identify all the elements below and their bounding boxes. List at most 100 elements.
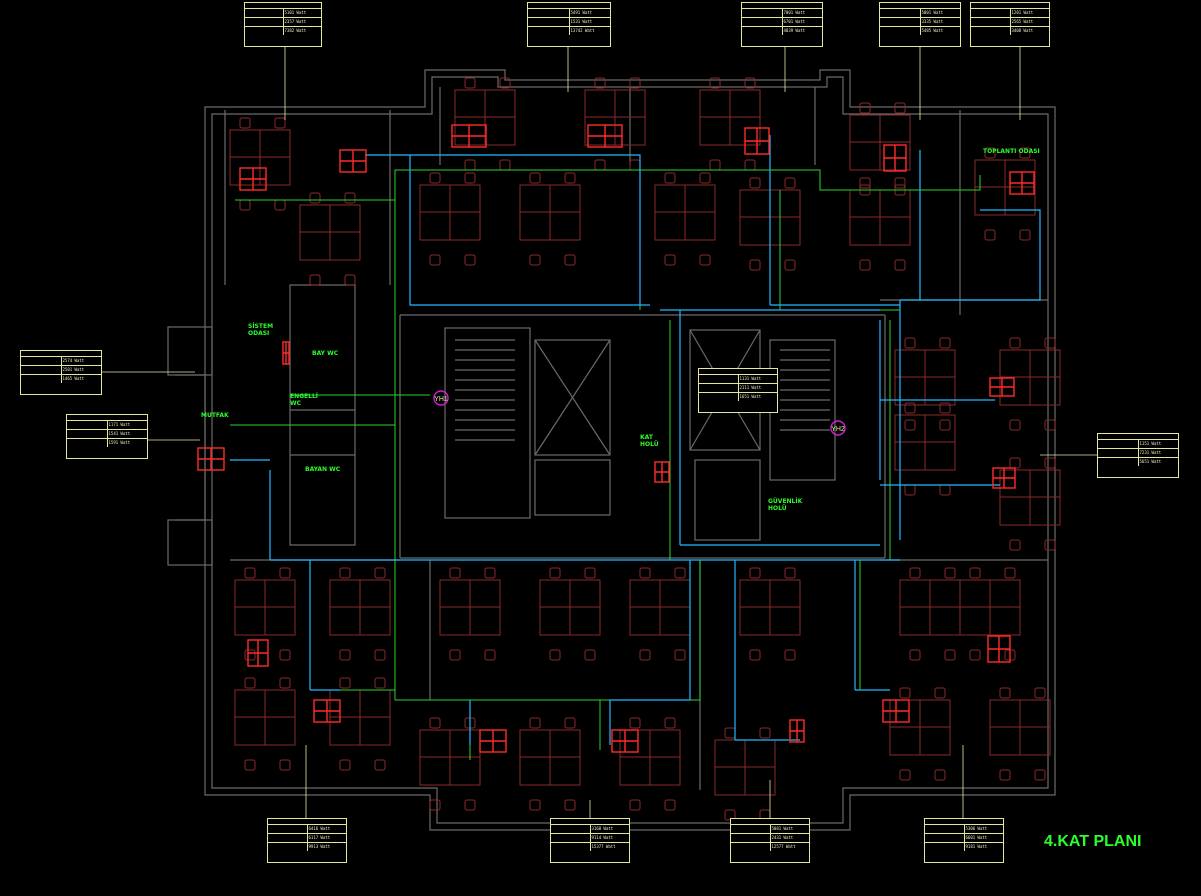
- chair: [309, 192, 321, 204]
- chair: [339, 567, 351, 579]
- room-label-guvenlik-holu: GÜVENLİK HOLÜ: [768, 498, 803, 512]
- desk-divider: [585, 90, 645, 145]
- callout-header: [731, 819, 809, 825]
- desk-divider: [520, 185, 580, 240]
- chair: [894, 177, 906, 189]
- desk-divider: [330, 690, 390, 745]
- chair: [1034, 769, 1046, 781]
- chair: [899, 687, 911, 699]
- desk-divider: [620, 730, 680, 785]
- callout-value: 5651 Watt: [1137, 458, 1179, 466]
- chair: [674, 649, 686, 661]
- chair: [564, 172, 576, 184]
- callout-value: 6117 Watt: [306, 834, 347, 842]
- chair: [934, 687, 946, 699]
- chair: [709, 159, 721, 171]
- desk-divider: [895, 415, 955, 470]
- furniture: [229, 77, 1061, 821]
- riser-label-2: YH2: [831, 426, 845, 433]
- chair: [529, 717, 541, 729]
- chair: [499, 77, 511, 89]
- callout-value: 12577 Watt: [769, 843, 810, 851]
- chair: [894, 259, 906, 271]
- desk-divider: [890, 700, 950, 755]
- callout-value: 7382 Watt: [282, 27, 322, 35]
- callout-table: 3168 Watt 9114 Watt 15377 Watt: [550, 818, 630, 863]
- fan-coil-unit-detail: [480, 730, 506, 752]
- desk-divider: [960, 580, 1020, 635]
- chair: [904, 484, 916, 496]
- chair: [629, 159, 641, 171]
- chair: [939, 402, 951, 414]
- chair: [859, 102, 871, 114]
- desk-divider: [655, 185, 715, 240]
- chair: [429, 799, 441, 811]
- chair: [549, 567, 561, 579]
- desk-divider: [520, 730, 580, 785]
- chair: [629, 77, 641, 89]
- fan-coil-unit-detail: [340, 150, 366, 172]
- chair: [744, 77, 756, 89]
- room-label-bay-wc: BAY WC: [312, 350, 339, 357]
- chair: [859, 177, 871, 189]
- room-label-kat-holu: KAT HOLÜ: [640, 434, 659, 448]
- chair: [484, 567, 496, 579]
- chair: [584, 567, 596, 579]
- riser-label-1: YH1: [434, 396, 448, 403]
- callout-value: 2357 Watt: [282, 18, 322, 26]
- callout-header: [925, 819, 1003, 825]
- chair: [499, 159, 511, 171]
- chair: [464, 172, 476, 184]
- callout-value: 2501 Watt: [60, 366, 102, 374]
- fan-coil-unit-detail: [283, 342, 289, 364]
- chair: [999, 769, 1011, 781]
- chair: [724, 727, 736, 739]
- chair: [1009, 539, 1021, 551]
- chair: [244, 677, 256, 689]
- callout-table: 5081 Watt 2431 Watt 12577 Watt: [730, 818, 810, 863]
- callout-leaders: [100, 45, 1097, 820]
- chair: [339, 759, 351, 771]
- callout-value: 3335 Watt: [919, 18, 961, 26]
- desk-divider: [850, 190, 910, 245]
- desk-divider: [230, 130, 290, 185]
- chair: [674, 567, 686, 579]
- fan-coil-unit-detail: [452, 125, 486, 147]
- chair: [1044, 419, 1056, 431]
- desk-divider: [900, 580, 960, 635]
- callout-header: [268, 819, 346, 825]
- callout-value: 2431 Watt: [769, 834, 810, 842]
- chair: [374, 567, 386, 579]
- callout-value: 1651 Watt: [737, 393, 778, 401]
- chair: [484, 649, 496, 661]
- chair: [529, 254, 541, 266]
- chair: [784, 649, 796, 661]
- chair: [279, 759, 291, 771]
- chair: [784, 177, 796, 189]
- callout-value: 1531 Watt: [568, 18, 611, 26]
- callout-header: [21, 351, 101, 357]
- chair: [549, 649, 561, 661]
- chair: [1044, 457, 1056, 469]
- fan-coil-unit-detail: [248, 640, 268, 666]
- callout-value: 2565 Watt: [1009, 18, 1050, 26]
- chair: [564, 254, 576, 266]
- chair: [1009, 419, 1021, 431]
- chair: [1019, 229, 1031, 241]
- chair: [664, 717, 676, 729]
- chair: [584, 649, 596, 661]
- chair: [784, 567, 796, 579]
- callout-table: 1171 Watt 1541 Watt 1591 Watt: [66, 414, 148, 459]
- chair: [374, 759, 386, 771]
- callout-value: 7001 Watt: [781, 9, 823, 17]
- desk-divider: [235, 690, 295, 745]
- cyan-pipes: [230, 135, 1041, 745]
- chair: [344, 192, 356, 204]
- chair: [939, 419, 951, 431]
- desk-divider: [975, 160, 1035, 215]
- desk-divider: [1000, 470, 1060, 525]
- callout-value: 3408 Watt: [1009, 27, 1050, 35]
- callout-value: 5081 Watt: [769, 825, 810, 833]
- callout-value: 1591 Watt: [106, 439, 148, 447]
